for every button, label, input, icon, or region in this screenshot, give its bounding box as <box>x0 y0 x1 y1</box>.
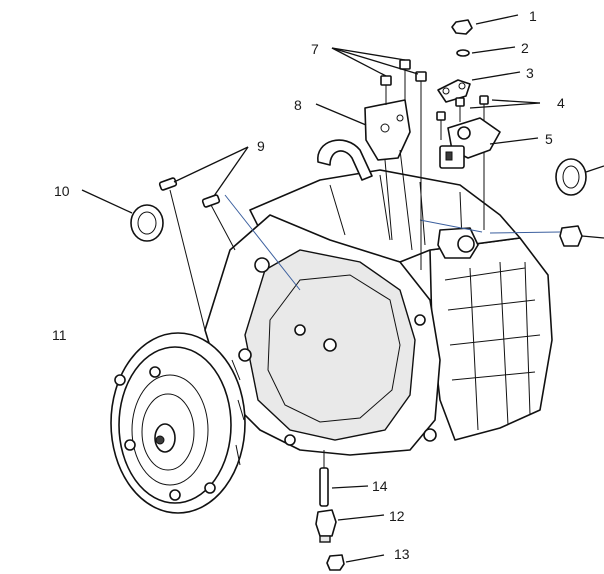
leader-10 <box>81 189 133 214</box>
callout-8: 8 <box>294 97 302 113</box>
callout-labels: 1 2 3 4 5 7 8 9 10 11 12 13 14 <box>52 8 565 562</box>
leader-lines <box>81 14 604 563</box>
leader-4b <box>491 99 541 104</box>
dowel-pins-9 <box>158 177 236 331</box>
leader-14 <box>331 485 369 489</box>
leader-3 <box>471 71 521 81</box>
washer-2 <box>456 49 470 57</box>
leader-7c <box>331 47 419 75</box>
bolts-4 <box>436 95 489 230</box>
leader-2 <box>471 46 516 54</box>
bolts-7 <box>380 59 427 270</box>
leader-9a <box>173 146 249 183</box>
nut-1 <box>451 19 473 35</box>
seal-10 <box>130 204 164 242</box>
plug-12 <box>315 509 337 543</box>
leader-13 <box>345 554 385 563</box>
bracket-8 <box>364 99 413 251</box>
transmission-case <box>204 139 561 456</box>
plug-right <box>559 225 583 247</box>
leader-7a <box>331 47 387 77</box>
leader-right-plug <box>581 235 604 239</box>
callout-3: 3 <box>526 65 534 81</box>
callout-12: 12 <box>389 508 405 524</box>
plate-3 <box>437 79 471 103</box>
callout-4: 4 <box>557 95 565 111</box>
sensor-5 <box>439 117 501 169</box>
callout-5: 5 <box>545 131 553 147</box>
leader-5 <box>489 137 539 145</box>
callout-9: 9 <box>257 138 265 154</box>
leader-8 <box>315 103 367 126</box>
nut-13 <box>326 554 345 571</box>
callout-2: 2 <box>521 40 529 56</box>
leader-12 <box>337 514 385 521</box>
bolt-14 <box>319 450 329 507</box>
leader-4a <box>469 102 541 109</box>
leader-9b <box>213 146 249 197</box>
leader-7b <box>331 47 406 61</box>
callout-1: 1 <box>529 8 537 24</box>
callout-11: 11 <box>52 327 67 343</box>
leader-1 <box>475 14 519 25</box>
torque-converter <box>110 332 246 514</box>
leader-right-seal <box>585 165 604 173</box>
seal-right <box>555 158 587 196</box>
callout-13: 13 <box>394 546 410 562</box>
callout-7: 7 <box>311 41 319 57</box>
callout-14: 14 <box>372 478 388 494</box>
callout-10: 10 <box>54 183 70 199</box>
